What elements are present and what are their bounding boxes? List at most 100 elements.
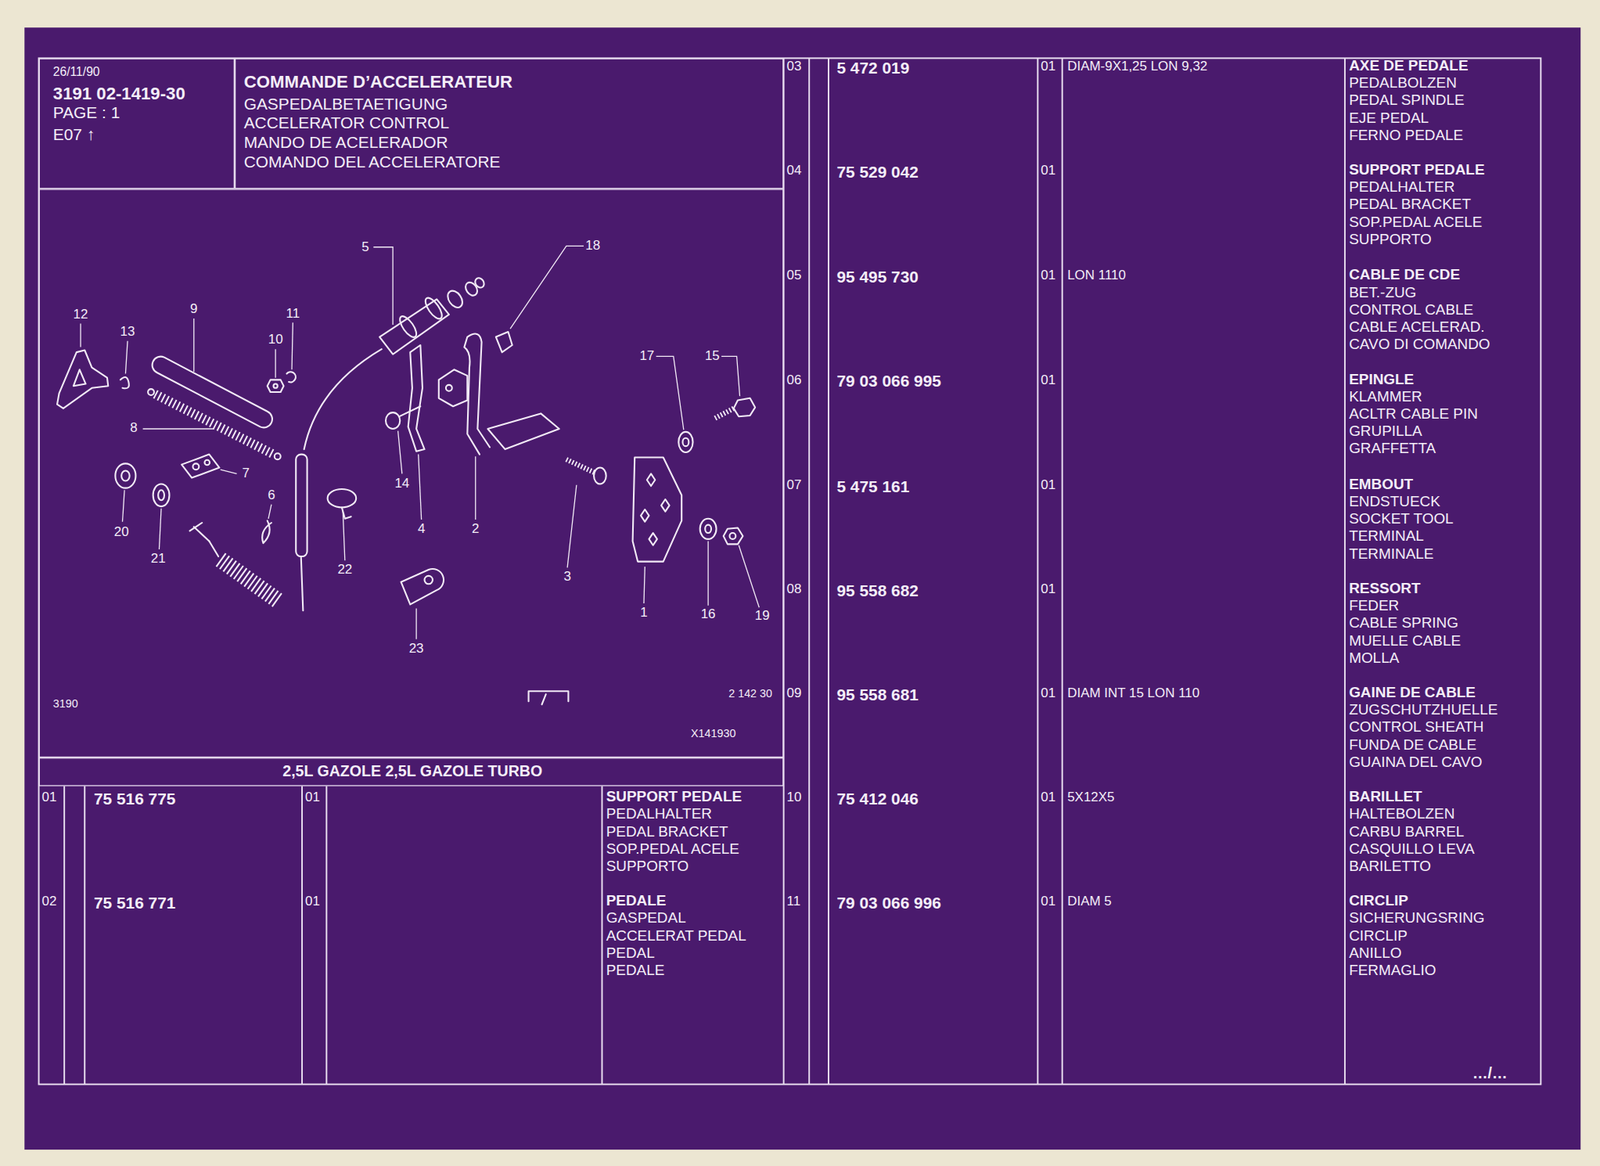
translation: TERMINALE xyxy=(1348,546,1434,563)
exploded-view xyxy=(273,384,278,389)
header-text: 3191 02-1419-30 xyxy=(53,84,186,104)
exploded-view xyxy=(120,377,130,389)
callout-number: 10 xyxy=(268,332,284,348)
leader-lines xyxy=(80,245,759,639)
callout-number: 16 xyxy=(701,607,716,623)
leader-lines xyxy=(510,245,584,329)
designation: SUPPORT PEDALE xyxy=(606,789,742,806)
exploded-view xyxy=(327,488,357,507)
designation: RESSORT xyxy=(1348,580,1421,597)
table-rules xyxy=(63,786,65,1085)
translation: ACLTR CABLE PIN xyxy=(1348,406,1478,423)
callout-number: 21 xyxy=(151,550,166,566)
quantity: 01 xyxy=(1040,163,1056,179)
callout-number: 9 xyxy=(190,302,198,317)
translation: FUNDA DE CABLE xyxy=(1348,737,1477,754)
exploded-view xyxy=(408,345,425,452)
callout-number: 2 xyxy=(471,521,479,537)
leader-lines xyxy=(707,540,709,605)
translation: GRAFFETTA xyxy=(1348,441,1436,458)
callout-number: 3 xyxy=(563,569,571,585)
table-rules xyxy=(39,57,1542,1084)
exploded-view xyxy=(463,334,490,455)
exploded-view xyxy=(566,459,596,473)
band-text: 2,5L GAZOLE 2,5L GAZOLE TURBO xyxy=(282,762,543,781)
quantity: 01 xyxy=(1040,372,1056,388)
designation: GAINE DE CABLE xyxy=(1348,684,1476,702)
quantity: 01 xyxy=(1040,790,1056,806)
callout-number: 23 xyxy=(409,640,425,656)
leader-lines xyxy=(721,355,740,396)
translation: CABLE ACELERAD. xyxy=(1348,319,1485,336)
translation: ANILLO xyxy=(1348,945,1402,962)
translation: CONTROL CABLE xyxy=(1348,302,1474,319)
exploded-view xyxy=(700,518,717,540)
exploded-view xyxy=(678,431,693,453)
designation: EMBOUT xyxy=(1348,476,1414,493)
translation: GUAINA DEL CAVO xyxy=(1348,754,1482,771)
translation: GASPEDAL xyxy=(606,910,687,928)
table-rules xyxy=(808,57,810,1084)
leader-lines xyxy=(79,323,81,348)
leader-lines xyxy=(415,608,417,640)
exploded-view xyxy=(487,413,559,450)
illustration-panel: 31902 142 30X141930 xyxy=(39,188,784,758)
translation: PEDAL SPINDLE xyxy=(1348,93,1464,110)
exploded-view xyxy=(445,384,453,392)
exploded-view xyxy=(463,280,480,298)
part-number: 79 03 066 995 xyxy=(836,372,941,391)
callout-number: 20 xyxy=(114,524,130,540)
exploded-view xyxy=(115,463,136,488)
exploded-view xyxy=(262,520,272,543)
exploded-view xyxy=(274,453,281,460)
translation: ACCELERAT PEDAL xyxy=(606,927,747,945)
exploded-view xyxy=(267,379,285,392)
exploded-view xyxy=(295,454,307,557)
row-number: 03 xyxy=(787,59,802,75)
translation: FEDER xyxy=(1348,598,1399,615)
designation: AXE DE PEDALE xyxy=(1348,57,1468,75)
leader-lines xyxy=(656,355,684,430)
exploded-view xyxy=(181,454,220,479)
callout-number: 4 xyxy=(417,521,425,537)
exploded-view xyxy=(401,568,444,605)
callout-number: 13 xyxy=(120,324,136,340)
page-title: COMMANDE D’ACCELERATEUR xyxy=(244,73,513,93)
designation: EPINGLE xyxy=(1348,371,1414,389)
leader-lines xyxy=(738,545,759,608)
exploded-view xyxy=(704,524,712,533)
leader-lines xyxy=(274,348,276,378)
callout-number: 18 xyxy=(585,238,601,254)
callout-number: 12 xyxy=(73,307,89,323)
row-number: 04 xyxy=(787,163,802,179)
row-number: 02 xyxy=(41,894,57,910)
part-number: 79 03 066 996 xyxy=(836,894,941,913)
exploded-view xyxy=(445,287,466,310)
translation: ZUGSCHUTZHUELLE xyxy=(1348,702,1498,720)
translation: PEDALHALTER xyxy=(1348,179,1455,197)
exploded-view xyxy=(528,690,569,705)
designation: BARILLET xyxy=(1348,789,1422,806)
row-number: 05 xyxy=(787,268,802,284)
leader-lines xyxy=(643,566,645,604)
translation: SICHERUNGSRING xyxy=(1348,910,1485,928)
table-rules xyxy=(325,786,328,1085)
translation: SOP.PEDAL ACELE xyxy=(1348,214,1482,231)
part-number: 95 558 682 xyxy=(836,582,918,601)
leader-lines xyxy=(143,427,215,429)
row-number: 06 xyxy=(787,372,802,388)
translation: CIRCLIP xyxy=(1348,927,1408,945)
translation: PEDALBOLZEN xyxy=(1348,75,1457,93)
table-rules xyxy=(39,57,1542,1084)
translation: BARILETTO xyxy=(1348,858,1432,875)
table-rules xyxy=(1036,57,1039,1084)
header-text: ACCELERATOR CONTROL xyxy=(244,114,450,133)
translation: EJE PEDAL xyxy=(1348,110,1429,127)
leader-lines xyxy=(474,456,476,520)
exploded-view xyxy=(57,276,756,705)
exploded-view xyxy=(422,294,446,321)
callout-number: 5 xyxy=(361,239,369,255)
table-rules xyxy=(600,786,603,1085)
designation: CIRCLIP xyxy=(1348,893,1409,910)
part-number: 75 412 046 xyxy=(836,790,918,809)
